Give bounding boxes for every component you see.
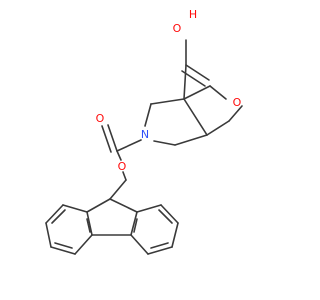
molecule-structure: O H O N O O bbox=[45, 8, 243, 255]
bond-c1-o2 bbox=[209, 85, 227, 100]
bond-c4-n5 bbox=[144, 103, 152, 127]
bond-left-ring-2 bbox=[74, 234, 93, 255]
bond-right-ring-5 bbox=[160, 204, 179, 224]
bond-right-ring-double-c bbox=[158, 209, 173, 224]
bond-c3a-c1 bbox=[183, 85, 211, 100]
bond-n5-c6 bbox=[153, 140, 176, 146]
bond-left-ring-3 bbox=[50, 246, 76, 255]
bond-left-ring-5 bbox=[45, 204, 64, 224]
bond-right-ring-3 bbox=[147, 246, 173, 255]
oh-oxygen-label: O bbox=[173, 22, 182, 35]
bond-carbonyl-c-o-double-2 bbox=[101, 125, 112, 153]
bond-right-ring-1 bbox=[130, 211, 138, 236]
bond-left-ring-6 bbox=[62, 204, 88, 213]
bond-carbonyl-c-o-double-1 bbox=[107, 124, 118, 152]
carbamate-group bbox=[101, 124, 142, 200]
bond-quaternary-c-cooh bbox=[183, 64, 187, 100]
bond-right-ring-double-b bbox=[150, 242, 169, 249]
bond-carbonyl-c-ester-o bbox=[116, 150, 122, 161]
bond-ch2-c9 bbox=[109, 179, 127, 200]
carbamate-carbonyl-oxygen-label: O bbox=[96, 112, 105, 125]
bond-right-ring-4 bbox=[171, 222, 179, 248]
bond-c9-c8a bbox=[109, 198, 138, 213]
bond-c6-c6a bbox=[174, 134, 208, 146]
structure-canvas: O H O N O O bbox=[45, 8, 243, 255]
bond-left-ring-double-a bbox=[86, 218, 91, 233]
bond-c9-c9a bbox=[86, 198, 111, 213]
bond-c3-c6a bbox=[206, 120, 230, 136]
ring-nitrogen-label: N bbox=[141, 128, 149, 141]
ring-oxygen-label: O bbox=[233, 96, 242, 109]
bond-ester-o-ch2 bbox=[122, 171, 127, 181]
bond-c6a-c3a bbox=[183, 98, 208, 136]
bond-left-ring-double-c bbox=[51, 209, 66, 224]
bond-right-ring-2 bbox=[130, 234, 149, 255]
bond-right-ring-6 bbox=[136, 204, 162, 213]
bond-left-ring-double-b bbox=[54, 242, 73, 249]
oh-hydrogen-label: H bbox=[189, 8, 197, 21]
ester-oxygen-label: O bbox=[118, 160, 127, 173]
bond-n5-carbonyl-c bbox=[116, 139, 142, 152]
bond-cooh-c-o-double-1 bbox=[185, 64, 210, 81]
atom-labels: O H O N O O bbox=[96, 8, 242, 173]
bond-o2-c3 bbox=[228, 105, 243, 122]
bond-c3a-c4 bbox=[150, 98, 185, 105]
fluorenyl-group bbox=[45, 198, 179, 255]
bicyclic-core bbox=[144, 85, 243, 146]
carboxylic-acid-group bbox=[181, 39, 210, 100]
bond-left-ring-4 bbox=[45, 222, 52, 248]
bond-left-ring-1 bbox=[86, 211, 93, 236]
bond-right-ring-double-a bbox=[133, 218, 138, 233]
